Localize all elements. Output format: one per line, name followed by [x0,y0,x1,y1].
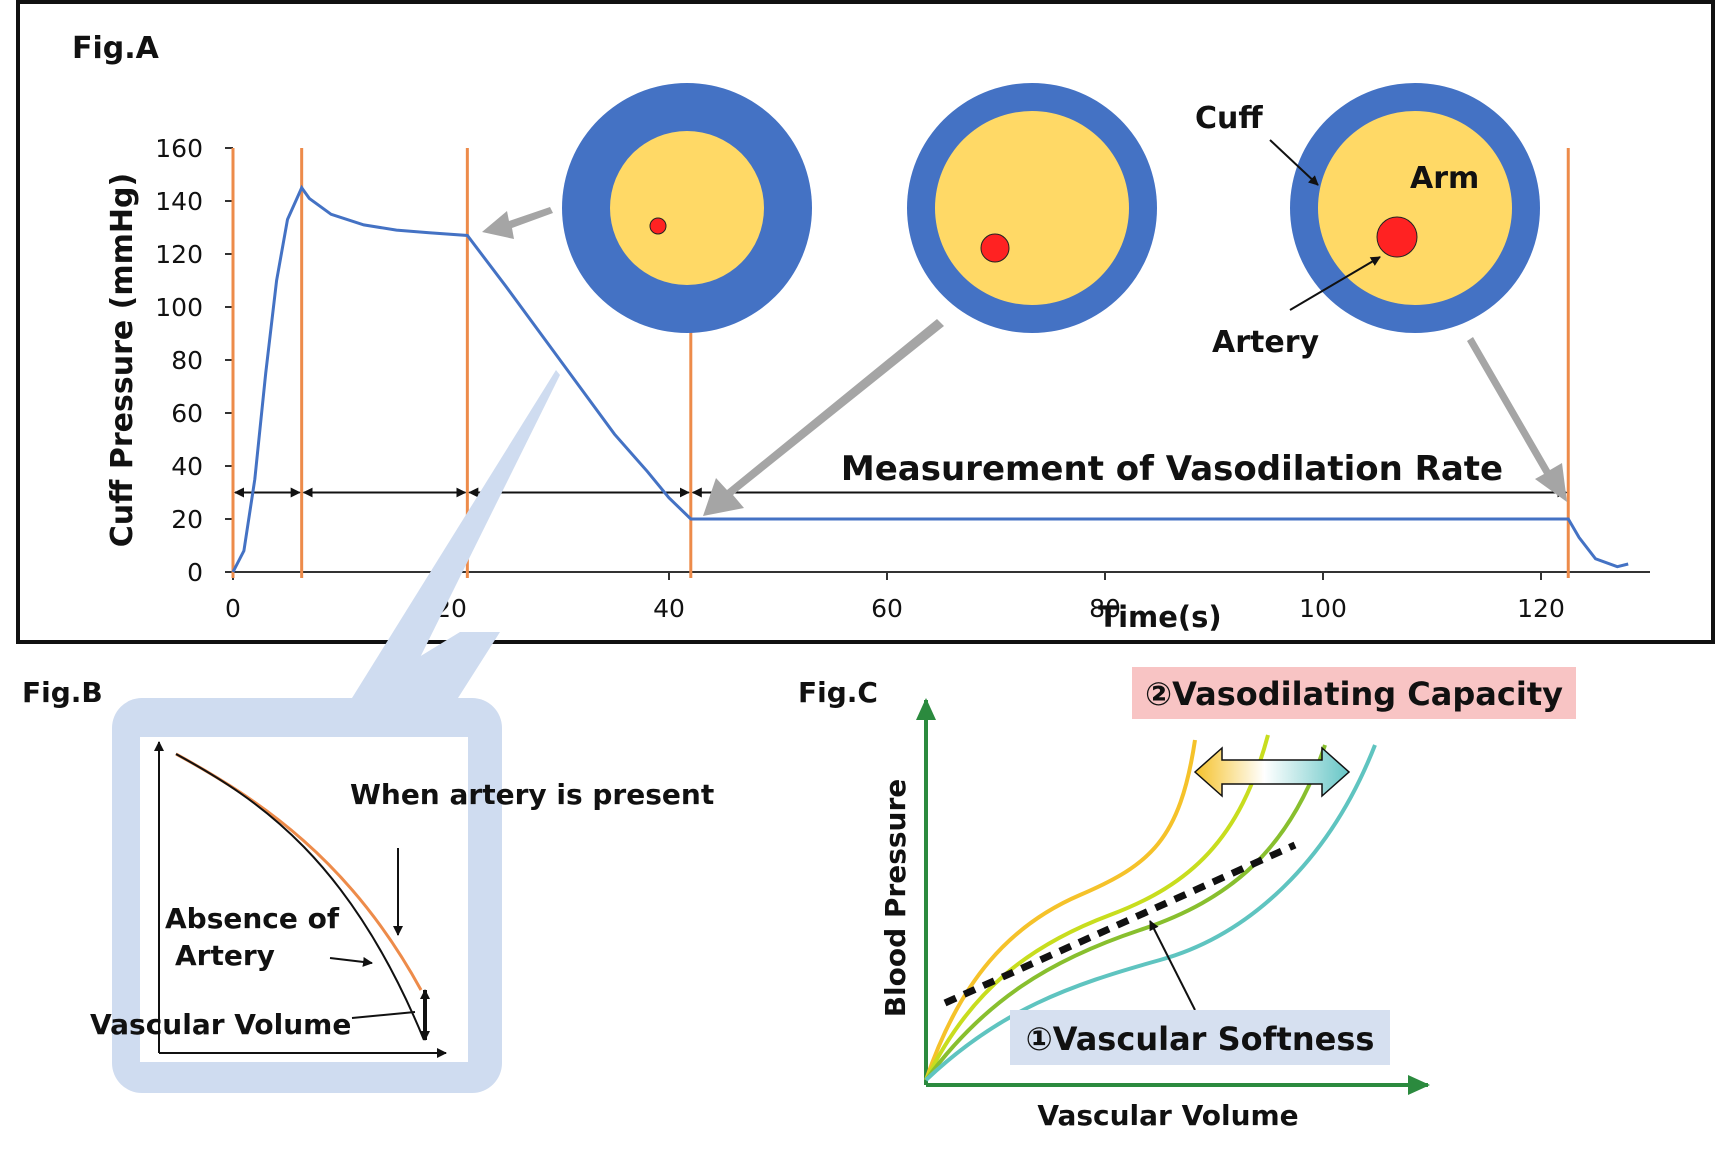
capacity-label: ②Vasodilating Capacity [1145,675,1563,713]
softness-slope-line [943,841,1297,1007]
cuff-label: Cuff [1195,101,1263,136]
gray-arrow-3 [1467,337,1567,502]
arm-label: Arm [1410,161,1479,196]
cuff-pressure-line [231,184,1629,573]
y-tick-label: 0 [187,558,203,587]
artery-dot [980,233,1010,263]
compliance-curve-3 [924,744,1327,1082]
gray-arrows [482,207,1567,516]
y-tick-label: 100 [155,293,203,322]
measurement-label: Measurement of Vasodilation Rate [841,449,1503,489]
compliance-curve-2 [924,734,1270,1081]
y-tick-label: 140 [155,187,203,216]
x-tick-label: 60 [871,594,903,623]
cuff-pressure-chart: 0 20 40 60 80 100 120 140 160 0 20 40 60 80 100 120 Cu… [105,134,1650,634]
gray-arrow-2 [703,319,944,516]
absence-label-line-1: Absence of [165,902,340,935]
y-axis-label: Cuff Pressure (mmHg) [105,173,140,547]
curve-without-artery [175,753,425,1041]
phase-boundary-group [231,148,1570,578]
volume-pointer [351,1011,416,1019]
y-tick-label: 120 [155,240,203,269]
artery-label: Artery [1212,325,1319,360]
absence-label-line-2: Artery [175,939,275,972]
compliance-curves [924,734,1377,1082]
y-tick-label: 20 [171,505,203,534]
softness-pointer [1149,920,1196,1011]
fig-c-label: Fig.C [798,676,878,709]
fig-c-y-axis-label: Blood Pressure [879,779,912,1018]
x-tick-label: 40 [653,594,685,623]
arm-disc [1318,111,1512,305]
y-tick-label: 160 [155,134,203,163]
capacity-double-arrow [1193,746,1351,798]
softness-badge [1010,1010,1390,1065]
artery-pointer [1289,256,1381,311]
volume-label: Vascular Volume [90,1008,351,1041]
present-label: When artery is present [350,778,714,811]
cross-section-low-pressure [1290,83,1540,333]
x-tick-label: 120 [1517,594,1565,623]
compliance-curve-4 [924,744,1377,1082]
x-tick-label: 100 [1299,594,1347,623]
artery-dot [649,217,667,235]
absence-pointer [329,956,373,967]
y-tick-label: 40 [171,452,203,481]
y-tick-label: 60 [171,399,203,428]
x-tick-label: 0 [225,594,241,623]
fig-b-label: Fig.B [22,676,103,709]
arm-disc [610,131,764,285]
fig-c-x-axis-label: Vascular Volume [1037,1099,1298,1132]
artery-dot [1376,216,1418,258]
softness-label: ①Vascular Softness [1026,1020,1375,1058]
fig-b-plot-area [140,737,468,1062]
capacity-badge [1132,667,1576,719]
y-tick-group: 0 20 40 60 80 100 120 140 160 [155,134,233,587]
compliance-curve-1 [924,739,1197,1081]
cross-section-mid-pressure [907,83,1157,333]
x-tick-label: 80 [1089,594,1121,623]
fig-a-label: Fig.A [72,31,160,66]
arm-disc [935,111,1129,305]
cross-section-high-pressure [562,83,812,333]
x-axis-label: Time(s) [1098,600,1221,634]
gray-arrow-1 [482,207,553,239]
y-tick-label: 80 [171,346,203,375]
zoom-callout-left [352,370,560,698]
cuff-pointer [1269,139,1319,186]
